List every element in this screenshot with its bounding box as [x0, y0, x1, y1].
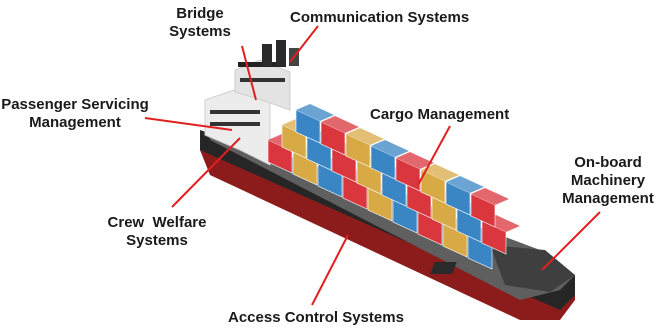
leader-cargo [417, 125, 451, 186]
bow-deck [490, 245, 575, 292]
bow-hatch [430, 262, 457, 274]
leader-communication [289, 25, 319, 63]
window-row-2 [210, 122, 260, 126]
label-crew-line-2: Systems [126, 232, 188, 249]
label-bridge-systems: Bridge Systems [160, 5, 240, 41]
container-top [396, 152, 434, 169]
label-crew-line-1: Crew Welfare [107, 214, 207, 231]
container-top [296, 104, 334, 121]
container-top [371, 140, 409, 157]
container-top [471, 188, 509, 205]
container-stacks [267, 104, 520, 270]
label-crew-welfare: Crew Welfare Systems [92, 214, 222, 250]
label-access-control: Access Control Systems [228, 309, 404, 326]
label-communication-systems: Communication Systems [290, 9, 470, 26]
container-top [321, 116, 359, 133]
leader-onboard [541, 211, 601, 271]
label-onboard-machinery: On-board Machinery Management [558, 154, 658, 208]
container-top [346, 128, 384, 145]
leader-crew [171, 137, 241, 208]
leader-bridge [241, 45, 257, 101]
container-top [421, 164, 459, 181]
label-onboard-line-2: Machinery [570, 172, 646, 189]
label-bridge-line-2: Systems [169, 23, 231, 40]
funnel-left [262, 44, 272, 66]
label-bridge-line-1: Bridge [176, 5, 224, 22]
funnel-right [276, 40, 286, 66]
label-passenger-line-1: Passenger Servicing [1, 96, 149, 113]
container-top [446, 176, 484, 193]
window-row-3 [240, 78, 285, 82]
label-onboard-line-3: Management [562, 190, 654, 207]
leader-access [311, 234, 349, 306]
window-row-1 [210, 110, 260, 114]
label-passenger-line-2: Management [29, 114, 121, 131]
leader-passenger [144, 117, 233, 131]
leader-lines [144, 25, 601, 306]
label-onboard-line-1: On-board [574, 154, 642, 171]
label-passenger-servicing: Passenger Servicing Management [0, 96, 150, 132]
label-cargo-management: Cargo Management [370, 106, 510, 123]
